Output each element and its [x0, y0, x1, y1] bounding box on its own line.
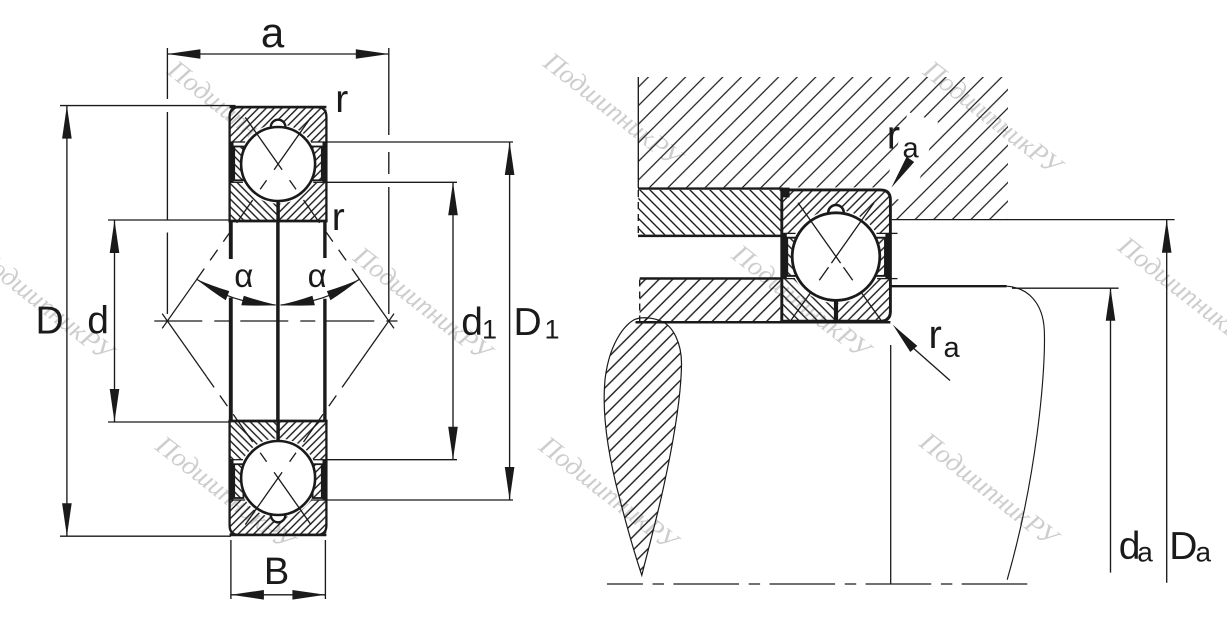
svg-text:a: a	[903, 133, 920, 165]
svg-text:r: r	[929, 313, 942, 357]
svg-text:r: r	[335, 78, 348, 121]
svg-text:1: 1	[545, 315, 560, 345]
svg-text:α: α	[308, 257, 327, 294]
svg-text:B: B	[264, 551, 289, 593]
svg-text:a: a	[1137, 537, 1153, 568]
svg-text:1: 1	[482, 315, 497, 345]
svg-text:d: d	[1119, 525, 1141, 568]
svg-text:D: D	[1169, 525, 1197, 568]
svg-text:D: D	[514, 301, 542, 344]
svg-text:α: α	[234, 257, 253, 294]
svg-text:a: a	[1196, 537, 1212, 568]
svg-text:d: d	[87, 300, 109, 343]
svg-text:a: a	[261, 9, 285, 56]
svg-text:r: r	[332, 196, 345, 239]
svg-text:a: a	[944, 332, 961, 364]
svg-text:D: D	[36, 300, 64, 343]
svg-text:d: d	[461, 301, 483, 344]
svg-text:r: r	[887, 114, 900, 158]
